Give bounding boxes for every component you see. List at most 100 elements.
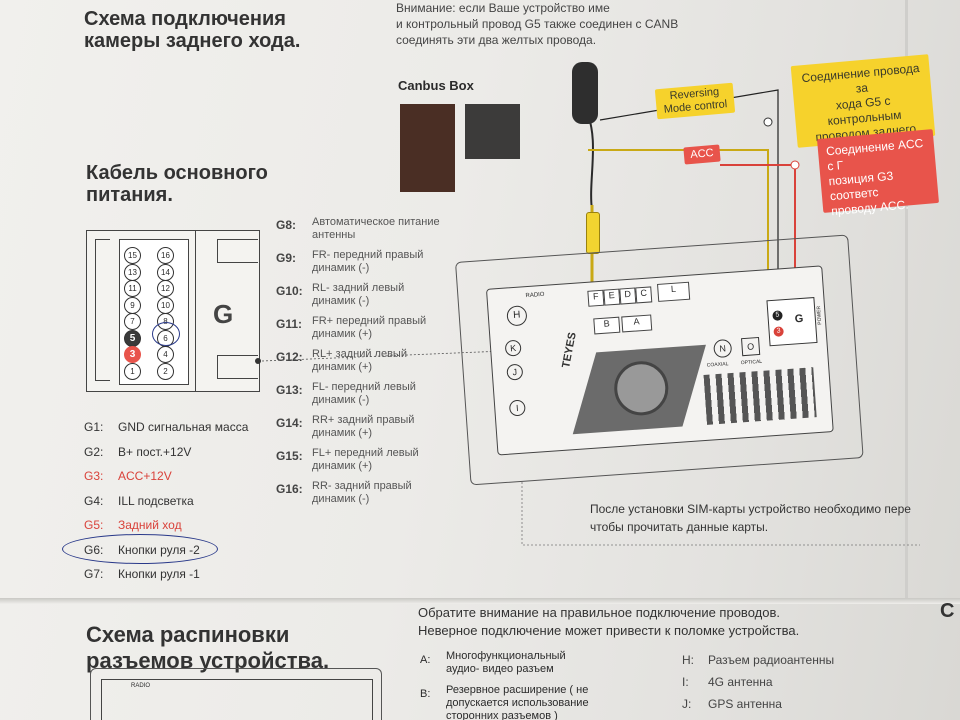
g-right-key: G8: <box>276 218 297 232</box>
sim-note: После установки SIM-карты устройство нео… <box>590 502 911 534</box>
edge-letter: C <box>940 600 955 622</box>
g-right-desc-l2: динамик (-) <box>312 262 370 274</box>
page-fold-horizontal <box>0 598 960 604</box>
head-unit: TEYES RADIO H K J I F E D C L B A N O CO… <box>455 234 864 486</box>
g-left-desc: Задний ход <box>118 518 182 532</box>
g-left-desc: ILL подсветка <box>118 493 194 508</box>
port-a: A <box>621 314 653 333</box>
pin-6-highlight <box>152 322 180 346</box>
g-right-desc-l2: динамик (+) <box>312 361 373 373</box>
g-right-desc-l1: FL- передний левый <box>312 381 416 393</box>
pinout-unit-drawing: RADIO <box>90 668 382 720</box>
port-f: F <box>587 289 605 307</box>
g-right-desc-l2: динамик (-) <box>312 394 370 406</box>
g-right-desc-l2: динамик (-) <box>312 493 370 505</box>
g-right-key: G11: <box>276 317 303 331</box>
power-pin-5: 5 <box>772 310 783 321</box>
warning-text: Обратите внимание на правильное подключе… <box>418 605 800 638</box>
g-left-key: G3: <box>84 469 104 483</box>
power-label: POWER <box>815 305 824 325</box>
pin-1: 1 <box>124 362 141 380</box>
port-key: J: <box>682 697 692 711</box>
port-k: K <box>504 339 522 357</box>
power-pin-3: 3 <box>773 326 784 337</box>
port-c: C <box>635 286 653 304</box>
g-right-desc-l1: RL- задний левый <box>312 282 405 294</box>
g-left-desc: B+ пост.+12V <box>118 444 192 459</box>
page-fold-vertical <box>905 0 908 600</box>
g-right-desc-l1: FR+ передний правый <box>312 315 427 327</box>
g-right-desc-l2: антенны <box>312 229 356 241</box>
g-right-key: G16: <box>276 482 303 496</box>
g-left-desc: ACC+12V <box>118 469 172 483</box>
g-left-key: G1: <box>84 420 104 434</box>
g-right-key: G15: <box>276 449 303 463</box>
g3-callout: Соединение ACC с Г позиция G3 соответс п… <box>816 129 940 218</box>
g-left-key: G5: <box>84 518 104 532</box>
power-cable-title: Кабель основного питания. <box>86 162 268 206</box>
port-e: E <box>603 288 621 306</box>
g-right-key: G10: <box>276 284 303 298</box>
connector-letter: G <box>213 299 234 329</box>
port-n: N <box>713 338 733 359</box>
g-right-key: G14: <box>276 416 303 430</box>
brand-label: TEYES <box>560 331 579 370</box>
radio-label: RADIO <box>525 291 545 300</box>
port-desc: Разъем радиоантенны <box>708 653 835 667</box>
heatsink-vents <box>703 367 817 425</box>
port-h: H <box>506 305 528 327</box>
head-unit-panel: TEYES RADIO H K J I F E D C L B A N O CO… <box>485 265 834 456</box>
g-left-key: G7: <box>84 567 104 581</box>
g-right-desc-l2: динамик (+) <box>312 328 373 340</box>
g-right-desc-l1: RR- задний правый <box>312 480 412 492</box>
canbus-label: Canbus Box <box>398 78 474 93</box>
rca-connector-icon <box>586 212 600 254</box>
optical-label: OPTICAL <box>740 358 763 367</box>
canbus-box-image <box>400 104 455 192</box>
g-left-desc: GND сигнальная масса <box>118 420 249 434</box>
port-key: I: <box>682 675 689 689</box>
port-o: O <box>741 336 761 357</box>
g-left-key: G4: <box>84 493 104 508</box>
acc-callout: ACC <box>683 144 721 165</box>
g-right-key: G13: <box>276 383 303 397</box>
notice-text: Внимание: если Ваше устройство име и кон… <box>396 1 679 47</box>
port-j: J <box>506 363 524 381</box>
port-desc: GPS антенна <box>708 697 782 711</box>
g-right-desc-l2: динамик (+) <box>312 460 373 472</box>
g-left-key: G2: <box>84 444 104 459</box>
coaxial-label: COAXIAL <box>706 361 729 369</box>
g-right-desc-l1: FR- передний правый <box>312 249 424 261</box>
g-right-desc-l1: Автоматическое питание <box>312 216 440 228</box>
pinout-title: Схема распиновки разъемов устройства. <box>86 622 330 673</box>
camera-title: Схема подключения камеры заднего хода. <box>84 8 301 52</box>
g-right-desc-l1: FL+ передний левый <box>312 447 419 459</box>
port-desc: 4G антенна <box>708 675 773 689</box>
pin-2: 2 <box>157 362 174 380</box>
power-port: G 5 3 <box>766 297 818 347</box>
g-right-key: G9: <box>276 251 297 265</box>
canbus-box-image-2 <box>465 104 520 159</box>
port-key: H: <box>682 653 694 667</box>
pin-10: 10 <box>157 296 174 314</box>
g-left-desc: Кнопки руля -1 <box>118 567 200 581</box>
g-right-desc-l2: динамик (+) <box>312 427 373 439</box>
port-d: D <box>619 287 637 305</box>
camera-cable-icon <box>572 62 598 124</box>
port-l: L <box>657 281 691 302</box>
g6-highlight <box>62 534 218 564</box>
g-right-desc-l1: RR+ задний правый <box>312 414 415 426</box>
port-i: I <box>508 399 526 417</box>
g-right-desc-l1: RL+ задний левый <box>312 348 407 360</box>
port-b: B <box>593 316 621 335</box>
